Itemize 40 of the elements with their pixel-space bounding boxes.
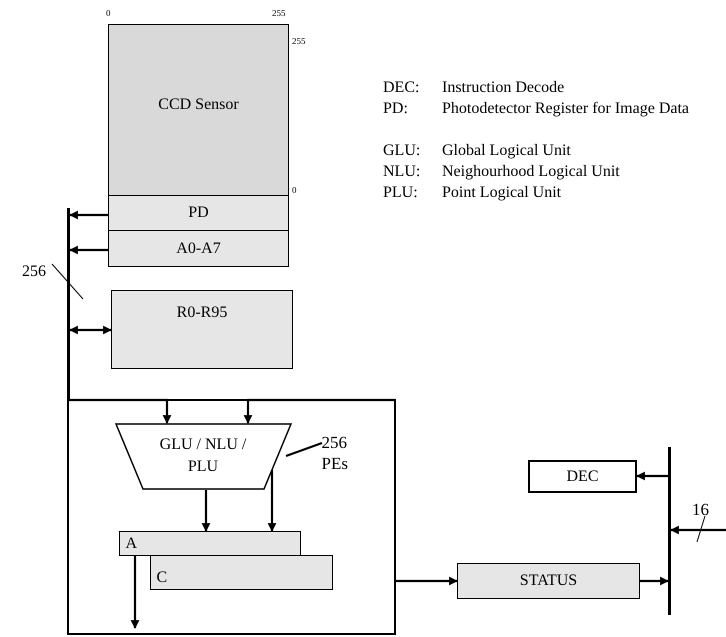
arrow [670,526,726,534]
register-file-box: R0-R95 [111,290,293,369]
bus-width-label: 16 [692,500,709,520]
legend-definition: Photodetector Register for Image Data [442,99,690,119]
arrow [268,470,276,532]
arrow [640,576,669,586]
pe-count-label: 256 PEs [322,430,362,474]
legend-abbreviation: GLU: [383,141,420,161]
processor-array-box [67,399,396,635]
legend-abbreviation: PLU: [383,183,418,203]
arrow [396,576,458,586]
arrow [69,246,108,254]
bus-line [668,447,671,615]
bus-line [67,208,70,401]
register-box: PD [108,195,289,231]
legend-definition: Point Logical Unit [442,183,562,203]
arrow [636,472,668,480]
leader-line [286,442,322,458]
axis-tick-label: 0 [292,185,296,195]
arrow [69,210,108,220]
decoder-box: DEC [528,460,637,493]
accumulator-register-box: A [118,530,300,556]
axis-tick-label: 255 [292,36,306,46]
carry-register-box: C [150,554,332,590]
legend-definition: Neighourhood Logical Unit [442,162,620,182]
arrow [130,556,140,629]
status-register-box: STATUS [457,563,640,599]
arrow [69,326,112,334]
legend-abbreviation: DEC: [383,78,420,98]
register-box: A0-A7 [108,230,289,267]
axis-tick-label: 255 [272,8,286,18]
legend-abbreviation: NLU: [383,162,420,182]
legend-definition: Global Logical Unit [442,141,571,161]
axis-tick-label: 0 [106,8,110,18]
legend-definition: Instruction Decode [442,78,564,98]
legend-abbreviation: PD: [383,99,408,119]
logic-unit-trapezoid: GLU / NLU / PLU [114,422,292,490]
sensor-box: CCD Sensor [108,24,289,196]
arrow [202,490,210,532]
bus-width-label: 256 [22,262,46,282]
